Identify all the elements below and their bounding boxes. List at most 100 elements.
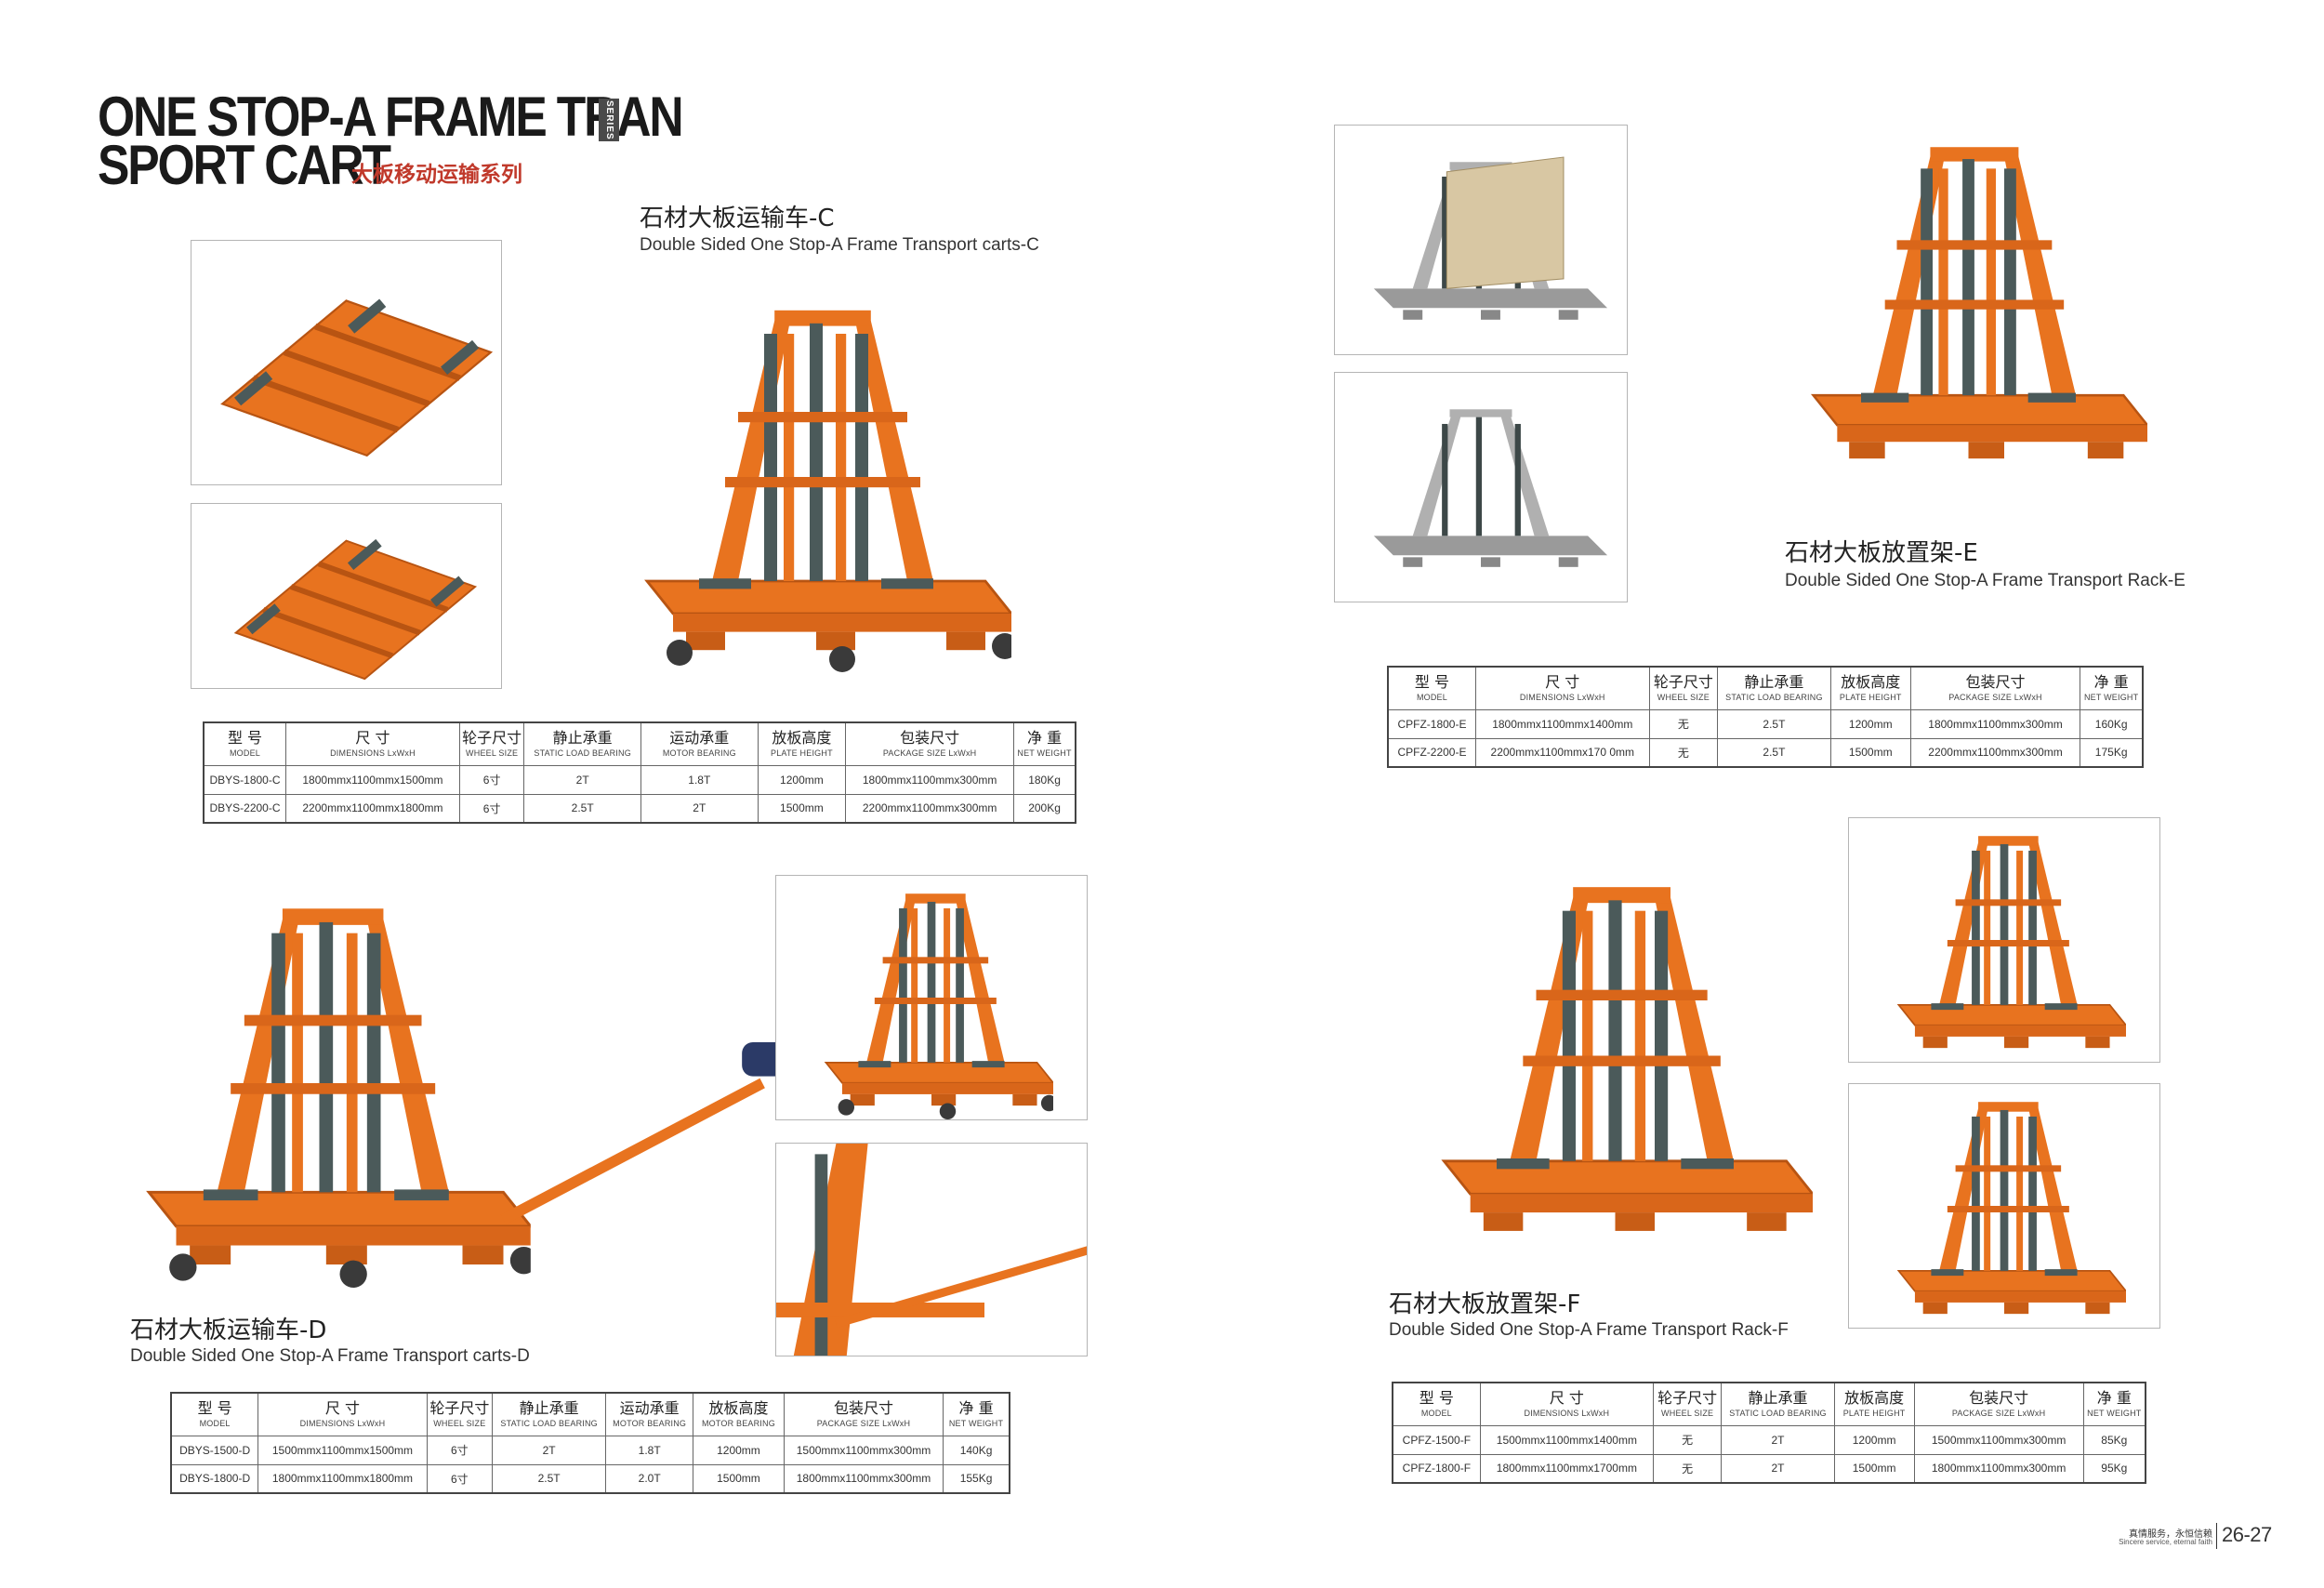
footer-slogan-en: Sincere service, eternal faith [2119,1538,2212,1546]
header-label-en: DIMENSIONS LxWxH [1519,693,1605,703]
header-label-cn: 放板高度 [1844,1389,1905,1408]
product-e-name-en: Double Sided One Stop-A Frame Transport … [1785,571,2185,590]
table-cell: 2.5T [1717,708,1831,739]
header-label-en: PLATE HEIGHT [771,748,833,759]
product-c-name-cn: 石材大板运输车-C [640,205,835,232]
header-label-cn: 运动承重 [619,1399,680,1418]
product-d-photo-1 [775,875,1088,1120]
product-c-base-photo-2 [191,503,502,689]
table-cell: 1200mm [757,764,847,795]
header-label-cn: 包装尺寸 [1969,1389,2029,1408]
table-cell: 2200mmx1100mmx300mm [1909,737,2081,768]
table-cell: 180Kg [1013,764,1076,795]
table-cell: 155Kg [943,1463,1010,1494]
table-cell: 1800mmx1100mmx300mm [783,1463,944,1494]
page-number: 26-27 [2222,1523,2272,1546]
header-label-cn: 净 重 [2093,673,2129,692]
header-label-cn: 尺 寸 [1549,1389,1584,1408]
title-line-1: ONE STOP-A FRAME TRAN [98,86,684,148]
table-cell: CPFZ-1800-F [1392,1453,1481,1484]
table-cell: 1800mmx1100mmx1400mm [1474,708,1650,739]
subtitle-cn: 大板移动运输系列 [351,163,522,187]
product-f-main-image [1418,854,1813,1258]
table-cell: 2T [640,793,759,824]
header-label-en: DIMENSIONS LxWxH [299,1419,386,1429]
header-label-cn: 尺 寸 [1545,673,1580,692]
table-cell: DBYS-2200-C [203,793,286,824]
table-cell: 2T [491,1435,607,1465]
header-label-en: PACKAGE SIZE LxWxH [1951,1409,2046,1419]
table-cell: 1800mmx1100mmx300mm [845,764,1015,795]
table-cell: DBYS-1800-D [170,1463,259,1494]
product-e-main-image [1789,121,2147,479]
table-cell: 1800mmx1100mmx1700mm [1479,1453,1655,1484]
header-label-cn: 包装尺寸 [833,1399,893,1418]
table-cell: 175Kg [2080,737,2144,768]
table-cell: 1800mmx1100mmx1800mm [257,1463,428,1494]
product-d-photo-2 [775,1143,1088,1356]
header-label-en: NET WEIGHT [1017,748,1072,759]
product-f-name-en: Double Sided One Stop-A Frame Transport … [1389,1320,1789,1340]
header-label-cn: 尺 寸 [324,1399,360,1418]
table-cell: 2T [523,764,641,795]
table-cell: 无 [1653,1453,1723,1484]
product-d-main-image [121,879,804,1288]
table-cell: 1800mmx1100mmx1500mm [284,764,460,795]
product-f-name-cn: 石材大板放置架-F [1389,1290,1581,1318]
table-cell: CPFZ-2200-E [1387,737,1476,768]
header-label-en: MOTOR BEARING [662,748,736,759]
header-label-en: STATIC LOAD BEARING [1729,1409,1827,1419]
table-cell: 无 [1648,708,1719,739]
header-label-cn: 轮子尺寸 [462,729,522,748]
header-label-cn: 包装尺寸 [900,729,960,748]
header-label-cn: 包装尺寸 [1965,673,2026,692]
table-cell: 1500mmx1100mmx1500mm [257,1435,428,1465]
table-cell: 无 [1648,737,1719,768]
header-label-cn: 放板高度 [772,729,832,748]
header-label-en: DIMENSIONS LxWxH [330,748,416,759]
header-label-cn: 静止承重 [552,729,613,748]
header-label-en: WHEEL SIZE [1657,693,1710,703]
table-cell: 1.8T [640,764,759,795]
table-cell: 1500mmx1100mmx300mm [783,1435,944,1465]
header-label-cn: 型 号 [227,729,263,748]
header-label-cn: 净 重 [2096,1389,2132,1408]
header-label-en: MODEL [1420,1409,1452,1419]
header-label-en: NET WEIGHT [948,1419,1004,1429]
header-label-en: PACKAGE SIZE LxWxH [816,1419,911,1429]
table-cell: 1500mm [1829,737,1911,768]
header-label-en: MODEL [229,748,260,759]
table-cell: 1200mm [1829,708,1911,739]
header-label-cn: 型 号 [1414,673,1449,692]
product-f-photo-2 [1848,1083,2160,1329]
header-label-en: PLATE HEIGHT [1839,693,1902,703]
table-cell: 1500mm [693,1463,785,1494]
table-cell: 2200mmx1100mmx300mm [845,793,1015,824]
